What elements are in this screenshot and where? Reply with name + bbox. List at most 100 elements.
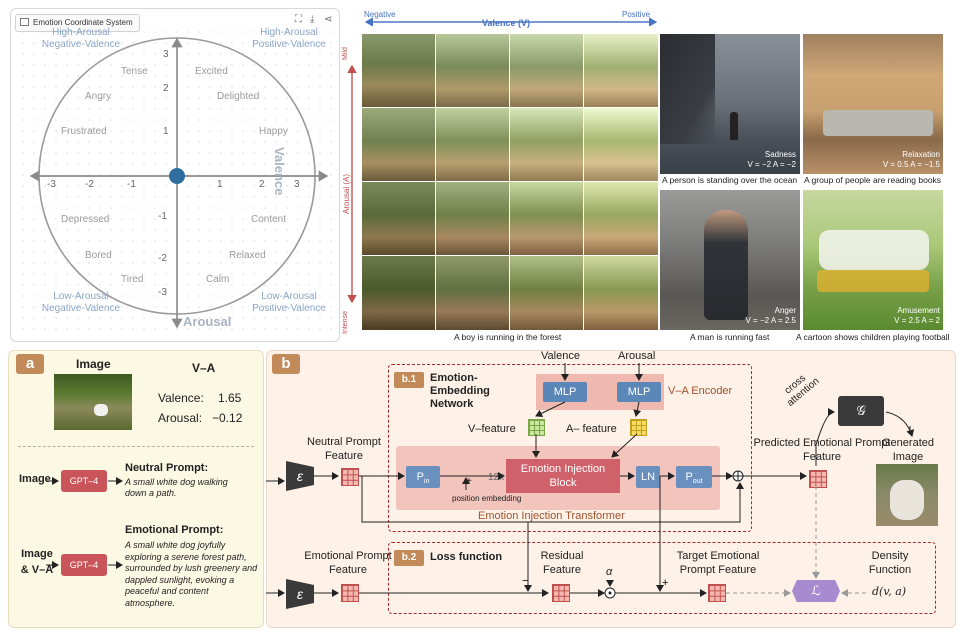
emotion-label: Tense: [121, 66, 148, 77]
emotional-prompt-text: A small white dog joyfully exploring a s…: [125, 540, 258, 608]
relaxation-caption: A group of people are reading books: [804, 175, 942, 185]
share-icon[interactable]: ⋖: [324, 14, 333, 25]
emotion-label: Relaxed: [229, 250, 266, 261]
neutral-prompt-title: Neutral Prompt:: [125, 462, 209, 474]
sadness-caption: A person is standing over the ocean: [662, 175, 798, 185]
x-tick: 1: [217, 179, 223, 190]
b2-title: Loss function: [430, 551, 503, 563]
generated-image: [876, 464, 938, 526]
alpha-label: α: [606, 566, 613, 578]
y-tick: -1: [158, 211, 167, 222]
emotional-feature-label: Emotional Prompt Feature: [304, 550, 392, 576]
panel-b-badge: b: [272, 354, 300, 374]
anger-caption: A man is running fast: [690, 332, 770, 342]
mlp-arousal: MLP: [617, 382, 661, 402]
boy-image: [584, 34, 658, 107]
mlp-valence: MLP: [543, 382, 587, 402]
boy-image: [584, 182, 658, 255]
widget-header: Emotion Coordinate System: [15, 14, 140, 32]
loss-box: ℒ: [792, 580, 840, 602]
coordinate-plot: [17, 31, 333, 337]
arousal-title: Arousal (A): [342, 173, 351, 214]
a-feature-grid: [630, 419, 647, 436]
boy-forest-grid: [362, 34, 658, 330]
residual-feature-grid: [552, 584, 570, 602]
neutral-feature-grid: [341, 468, 359, 486]
boy-caption: A boy is running in the forest: [454, 332, 562, 342]
residual-label: Residual Feature: [540, 550, 584, 576]
current-point: [169, 168, 185, 184]
b1-title: Emotion- Embedding Network: [430, 372, 490, 410]
boy-image: [436, 256, 509, 330]
y-tick: 3: [163, 49, 169, 60]
download-icon[interactable]: ⤓: [310, 14, 315, 25]
boy-image: [510, 34, 583, 107]
valence-title: Valence (V): [482, 18, 531, 28]
emotion-label: Calm: [206, 274, 230, 285]
sadness-image: [660, 34, 800, 174]
mild-label: Mild: [342, 47, 349, 60]
eit-label: Emotion Injection Transformer: [478, 510, 625, 522]
gpt4-box: GPT–4: [61, 470, 107, 492]
b1-badge: b.1: [394, 372, 424, 388]
va-title: V–A: [192, 361, 216, 375]
arousal-label: Arousal:: [158, 411, 203, 425]
dashed-divider: [18, 446, 254, 447]
row2-input: Image & V–A: [20, 548, 54, 576]
boy-image: [436, 34, 509, 107]
ln-box: LN: [636, 466, 660, 488]
gpt4-box: GPT–4: [61, 554, 107, 576]
y-tick: 1: [163, 126, 169, 137]
predicted-feature-grid: [809, 470, 827, 488]
b2-badge: b.2: [394, 550, 424, 566]
x-tick: -1: [127, 179, 136, 190]
panel-b-arrows: − +: [266, 363, 915, 599]
boy-image: [436, 182, 509, 255]
y-tick: -2: [158, 253, 167, 264]
generated-label: Generated Image: [882, 437, 934, 463]
neutral-prompt-text: A small white dog walking down a path.: [125, 477, 228, 498]
times-label: 12x: [488, 472, 505, 483]
emotion-label: Angry: [85, 91, 112, 102]
positive-label: Positive: [622, 10, 651, 19]
emotion-label: Frustrated: [61, 126, 107, 137]
relaxation-image: [803, 34, 943, 174]
intense-label: Intense: [342, 311, 349, 334]
boy-image: [436, 108, 509, 181]
valence-arrow: [364, 17, 658, 26]
amusement-caption: A cartoon shows children playing footbal…: [796, 332, 950, 342]
emotion-label: Tired: [121, 274, 144, 285]
quadrant-hapv: High-Arousal Positive-Valence: [252, 27, 326, 50]
panel-a-badge: a: [16, 354, 44, 374]
example-grid: Negative Valence (V) Positive Mild Arous…: [342, 8, 954, 342]
arousal-input-label: Arousal: [618, 350, 656, 362]
widget-title: Emotion Coordinate System: [33, 18, 133, 27]
svg-text:+: +: [662, 577, 668, 589]
emotion-label: Content: [251, 214, 287, 225]
arousal-arrow: [347, 64, 357, 304]
boy-image: [584, 256, 658, 330]
target-feature-grid: [708, 584, 726, 602]
image-title: Image: [76, 357, 111, 371]
valence-axis-title: Valence: [272, 147, 287, 196]
boy-image: [510, 256, 583, 330]
x-tick: -3: [47, 179, 56, 190]
quadrant-lanv: Low-Arousal Negative-Valence: [41, 291, 121, 314]
arousal-axis-title: Arousal: [183, 314, 232, 329]
predicted-label: Predicted Emotional Prompt Feature: [753, 437, 891, 463]
pos-emb-label: position embedding: [452, 494, 522, 503]
boy-image: [584, 108, 658, 181]
a-feature-label: A– feature: [566, 423, 617, 435]
density-function: d(v, a): [872, 585, 907, 598]
p-in-box: Pin: [406, 466, 440, 488]
expand-icon[interactable]: ⛶: [295, 14, 302, 25]
valence-input-label: Valence: [541, 350, 580, 362]
neutral-feature-label: Neutral Prompt Feature: [307, 436, 381, 462]
x-tick: 3: [294, 179, 300, 190]
emotion-label: Bored: [85, 250, 112, 261]
x-tick: -2: [85, 179, 94, 190]
svg-text:−: −: [522, 575, 528, 587]
